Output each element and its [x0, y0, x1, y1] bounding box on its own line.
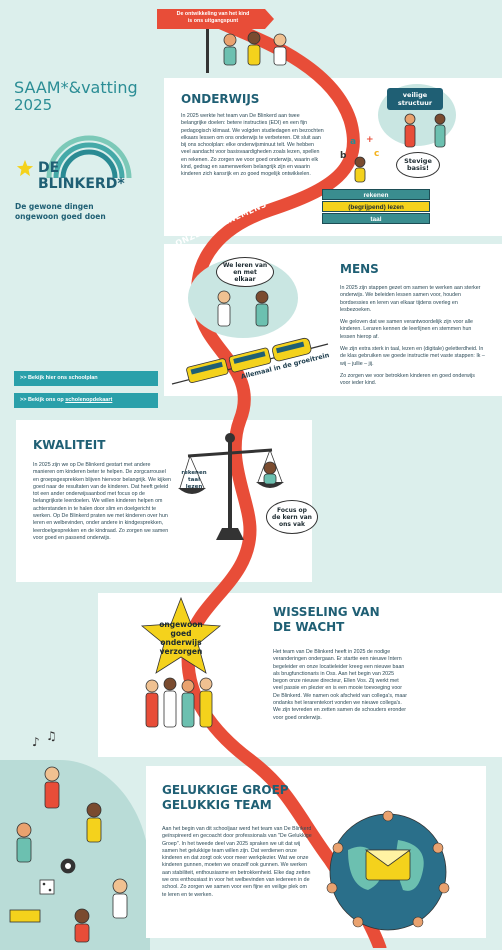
gelukkig-title: GELUKKIGE GROEP GELUKKIG TEAM [162, 783, 289, 812]
mens-p1: In 2025 zijn stappen gezet om samen te w… [340, 285, 481, 313]
road-sign-text: De ontwikkeling van het kind is ons uitg… [176, 11, 250, 24]
star-badge-icon [140, 596, 222, 674]
page-title: SAAM*&vatting [14, 78, 138, 97]
scale-left-label: rekenen taal lezen [181, 470, 207, 490]
mens-body: In 2025 zijn stappen gezet om samen te w… [340, 285, 485, 393]
logo-text: DE BLINKERD* [38, 160, 125, 192]
team-group-icon [145, 677, 213, 728]
globe-team-icon [326, 810, 450, 931]
teachers-icon [404, 113, 446, 148]
bar-begrijpend-lezen: (begrijpend) lezen [322, 201, 430, 212]
bubble-veilige-structuur: veilige structuur [387, 88, 443, 110]
wisseling-title: WISSELING VAN DE WACHT [273, 605, 380, 634]
svg-text:+: + [366, 135, 374, 145]
gelukkig-body: Aan het begin van dit schooljaar werd he… [162, 826, 312, 898]
svg-text:c: c [374, 149, 379, 159]
svg-text:♪: ♪ [32, 735, 40, 749]
kwaliteit-body: In 2025 zijn we op De Blinkerd gestart m… [33, 462, 171, 541]
road-sign: De ontwikkeling van het kind is ons uitg… [157, 9, 274, 29]
onderwijs-body: In 2025 werkte het team van De Blinkerd … [181, 113, 324, 178]
sign-post [206, 29, 209, 73]
teachers-talking-icon [217, 290, 269, 327]
bubble-we-leren: We leren van en met elkaar [216, 257, 274, 287]
mens-p4: Zo zorgen we voor betrokken kinderen en … [340, 372, 475, 387]
scholenopdekaart-link[interactable]: scholenopdekaart [65, 397, 113, 403]
wisseling-body: Het team van De Blinkerd heeft in 2025 d… [273, 649, 407, 721]
svg-text:b: b [340, 151, 347, 161]
bar-taal: taal [322, 213, 430, 224]
svg-text:a: a [350, 137, 356, 147]
bubble-stevige-basis: Stevige basis! [396, 152, 440, 178]
card-kwaliteit [16, 420, 312, 582]
card-wisseling [98, 593, 502, 757]
kids-group-top-icon [223, 31, 287, 66]
mens-p2: We geloven dat we samen verantwoordelijk… [340, 319, 473, 340]
balance-scale-icon [178, 433, 284, 540]
schoolplan-button[interactable]: >> Bekijk hier ons schoolplan [14, 371, 158, 386]
tagline: De gewone dingen ongewoon goed doen [15, 202, 106, 221]
kwaliteit-title: KWALITEIT [33, 438, 106, 452]
sign-arrow-icon [157, 9, 274, 29]
mens-p3: We zijn extra sterk in taal, lezen en (d… [340, 346, 485, 367]
svg-text:♫: ♫ [46, 730, 57, 743]
scholenopdekaart-button[interactable]: >> Bekijk ons op scholenopdekaart [14, 393, 158, 408]
star-text: ongewoon goed onderwijs verzorgen [159, 620, 203, 656]
logo-rainbow-icon [46, 135, 132, 178]
page-year: 2025 [14, 96, 53, 114]
bar-rekenen: rekenen [322, 189, 430, 200]
kids-playing-icon: ♪ ♫ [9, 730, 128, 943]
growth-train-icon [171, 337, 329, 385]
bubble-focus-op-kern: Focus op de kern van ons vak [266, 500, 318, 534]
mens-title: MENS [340, 262, 379, 276]
scholenopdekaart-prefix: >> Bekijk ons op [20, 397, 66, 403]
onderwijs-title: ONDERWIJS [181, 92, 260, 106]
letters-juggling-icon: b a + c [340, 135, 379, 183]
logo-star-icon [16, 159, 34, 177]
